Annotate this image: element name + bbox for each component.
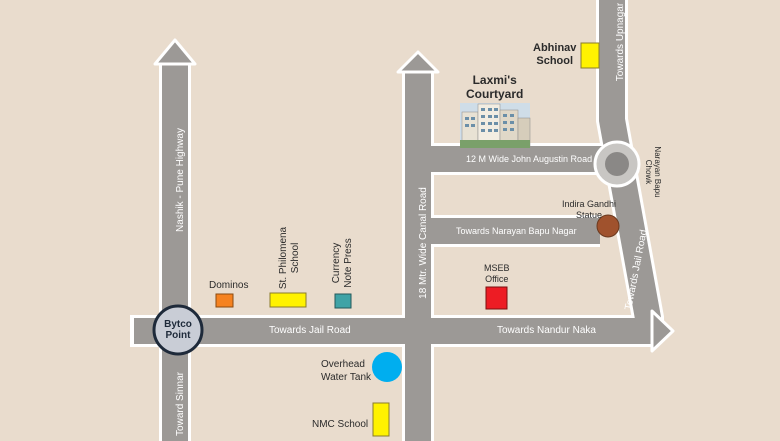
currency-press-marker [334,293,352,309]
road-label-nandur-naka: Towards Nandur Naka [497,325,596,336]
road-label-upnagar: Towards Upnagar [615,2,626,82]
label-abhinav-school: Abhinav School [533,42,577,67]
label-dominos: Dominos [209,280,249,291]
label-narayan-bapu-chowk: Narayan Bapu Chowk [644,146,662,198]
road-label-toward-sinnar: Toward Sinnar [175,372,186,436]
label-indira-gandhi-statue: Indira Gandhi Statue [562,199,617,220]
label-laxmis-courtyard: Laxmi's Courtyard [466,73,524,101]
nmc-school-marker [372,402,390,437]
label-overhead-water-tank: Overhead Water Tank [321,359,372,383]
road-label-canal-road: 18 Mtr. Wide Canal Road [418,187,429,299]
statue-marker [596,214,620,238]
road-label-narayan-bapu-nagar: Towards Narayan Bapu Nagar [456,226,577,236]
label-nmc-school: NMC School [312,419,369,430]
abhinav-school-marker [580,42,600,69]
water-tank-marker [372,352,402,382]
arrow-icon [396,50,440,74]
mseb-marker [485,286,508,310]
label-currency-note-press: Currency Note Press [331,238,354,288]
roundabout-icon [593,140,641,188]
arrow-icon [650,309,675,353]
bytco-point-marker [152,304,204,356]
dominos-marker [215,293,234,308]
st-philomena-marker [269,292,307,308]
label-mseb-office: MSEB Office [484,263,510,284]
arrow-icon [153,38,197,66]
label-st-philomena-school: St. Philomena School [278,226,301,290]
building-icon [460,103,531,148]
road-label-nashik-pune: Nashik - Pune Highway [175,128,186,232]
label-bytco-point: Bytco Point [164,319,192,341]
road-label-jail-road-west: Towards Jail Road [269,325,351,336]
road-label-john-augustin: 12 M Wide John Augustin Road [466,154,593,164]
